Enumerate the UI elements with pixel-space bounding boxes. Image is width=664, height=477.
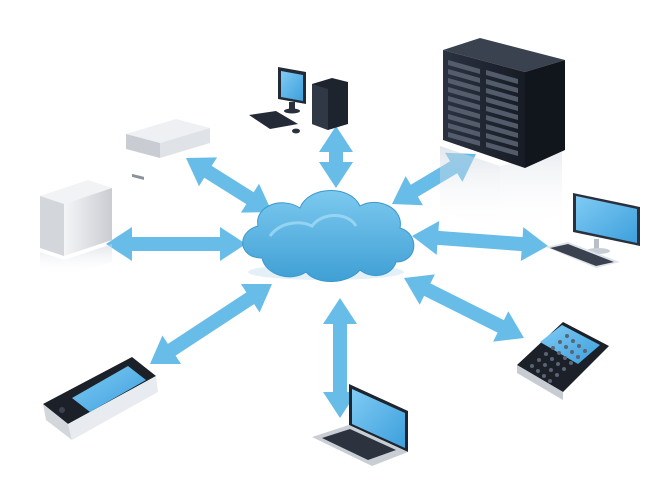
phone-key (549, 368, 553, 372)
server-rack-icon (440, 38, 565, 232)
phone-key (536, 369, 540, 373)
phone-key (577, 344, 581, 348)
arrow-laptop (323, 298, 357, 418)
phone-key (564, 345, 568, 349)
phone-key (576, 355, 580, 359)
arrow-desktop-computer (319, 126, 353, 188)
rack-slot (448, 87, 480, 101)
arrow-tower-server (106, 227, 246, 261)
phone-key (530, 364, 534, 368)
phone-key (558, 340, 562, 344)
desktop-pc-icon (249, 67, 348, 134)
rack-slot (448, 105, 480, 119)
phone-key (571, 339, 575, 343)
rack-slot (486, 142, 518, 156)
phone-key (557, 351, 561, 355)
rack-slot (486, 115, 518, 129)
phone-key (550, 357, 554, 361)
rack-slot (448, 123, 480, 137)
phone-key (555, 373, 559, 377)
smartphone-icon (43, 357, 158, 440)
phone-key (562, 367, 566, 371)
tower-server-icon (40, 180, 112, 276)
phone-key (537, 358, 541, 362)
rack-slot (486, 133, 518, 147)
phone-key (565, 334, 569, 338)
rack-slot (486, 70, 518, 84)
rack-slot (448, 96, 480, 110)
laptop-icon (312, 384, 408, 466)
phone-key (556, 362, 560, 366)
rack-slot (448, 114, 480, 128)
cloud-icon (242, 190, 415, 283)
monitor-icon (546, 193, 640, 268)
rack-slot (486, 88, 518, 102)
rack-slot (448, 69, 480, 83)
phone-key (544, 352, 548, 356)
qwerty-phone-icon (517, 322, 609, 400)
phone-key (583, 349, 587, 353)
arrow-smartphone (150, 284, 272, 364)
phone-key (548, 379, 552, 383)
phone-key (551, 346, 555, 350)
phone-key (569, 361, 573, 365)
rack-slot (448, 78, 480, 92)
rack-slot (486, 97, 518, 111)
phone-key (543, 363, 547, 367)
phone-key (542, 374, 546, 378)
arrow-lcd-monitor (412, 221, 548, 261)
phone-key (563, 356, 567, 360)
arrow-flat-server (186, 157, 272, 213)
arrow-qwerty-phone (404, 274, 524, 342)
phone-key (570, 350, 574, 354)
rack-slot (448, 60, 480, 74)
rack-slot (486, 106, 518, 120)
rack-slot (486, 79, 518, 93)
rack-slot (486, 124, 518, 138)
rack-slot (448, 132, 480, 146)
flat-server-icon (126, 119, 210, 180)
